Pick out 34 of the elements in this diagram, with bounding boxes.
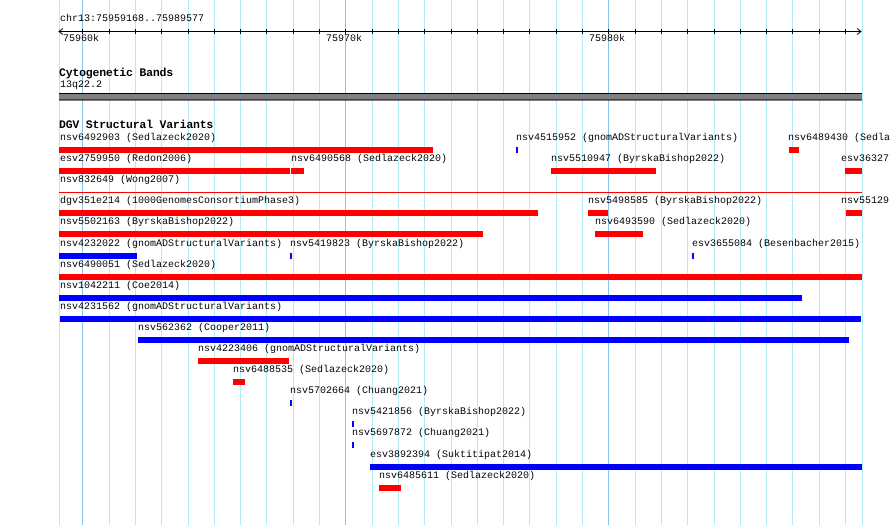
variant-label: nsv6490051 (Sedlazeck2020) (60, 260, 216, 272)
variant-label: esv3892394 (Suktitipat2014) (370, 450, 532, 462)
variant-label: nsv5419823 (ByrskaBishop2022) (290, 239, 464, 251)
variant-label: nsv6493590 (Sedlazeck2020) (595, 217, 752, 229)
variant-label: nsv5697872 (Chuang2021) (352, 428, 490, 440)
variant-label: nsv5498585 (ByrskaBishop2022) (588, 196, 762, 208)
variant-label: nsv55129 (841, 196, 890, 208)
track-title: DGV Structural Variants (59, 119, 214, 132)
band-label: 13q22.2 (60, 80, 102, 92)
variant-label: nsv4515952 (gnomADStructuralVariants) (516, 133, 738, 145)
variant-label: esv2759950 (Redon2006) (60, 154, 192, 166)
variant-label: nsv562362 (Cooper2011) (138, 323, 270, 335)
tick-label: 75960k (63, 34, 100, 46)
variant-label: nsv5421856 (ByrskaBishop2022) (352, 407, 526, 419)
variant-label: nsv832649 (Wong2007) (60, 175, 180, 187)
variant-label: nsv4223406 (gnomADStructuralVariants) (198, 344, 420, 356)
tick-label: 75970k (326, 34, 362, 46)
variant-label: dgv351e214 (1000GenomesConsortiumPhase3) (60, 196, 300, 208)
variant-label: nsv1042211 (Coe2014) (60, 281, 180, 293)
variant-label: nsv4231562 (gnomADStructuralVariants) (60, 302, 282, 314)
variant-label: nsv5702664 (Chuang2021) (290, 386, 428, 398)
variant-label: nsv6490568 (Sedlazeck2020) (291, 154, 448, 166)
variant-label: nsv6489430 (Sedla (788, 133, 890, 145)
variant-label: esv3655084 (Besenbacher2015) (692, 239, 860, 251)
tick-label: 75980k (589, 34, 626, 46)
variant-label: nsv6492903 (Sedlazeck2020) (60, 133, 216, 145)
region-label: chr13:75959168..75989577 (60, 14, 204, 26)
variant-label: nsv4232022 (gnomADStructuralVariants) (60, 239, 282, 251)
variant-label: nsv6485611 (Sedlazeck2020) (379, 471, 536, 483)
variant-label: nsv6488535 (Sedlazeck2020) (233, 365, 390, 377)
variant-label: nsv5502163 (ByrskaBishop2022) (60, 217, 234, 229)
variant-label: nsv5510947 (ByrskaBishop2022) (551, 154, 726, 166)
track-title: Cytogenetic Bands (59, 67, 173, 80)
variant-label: esv36327 (841, 154, 890, 166)
